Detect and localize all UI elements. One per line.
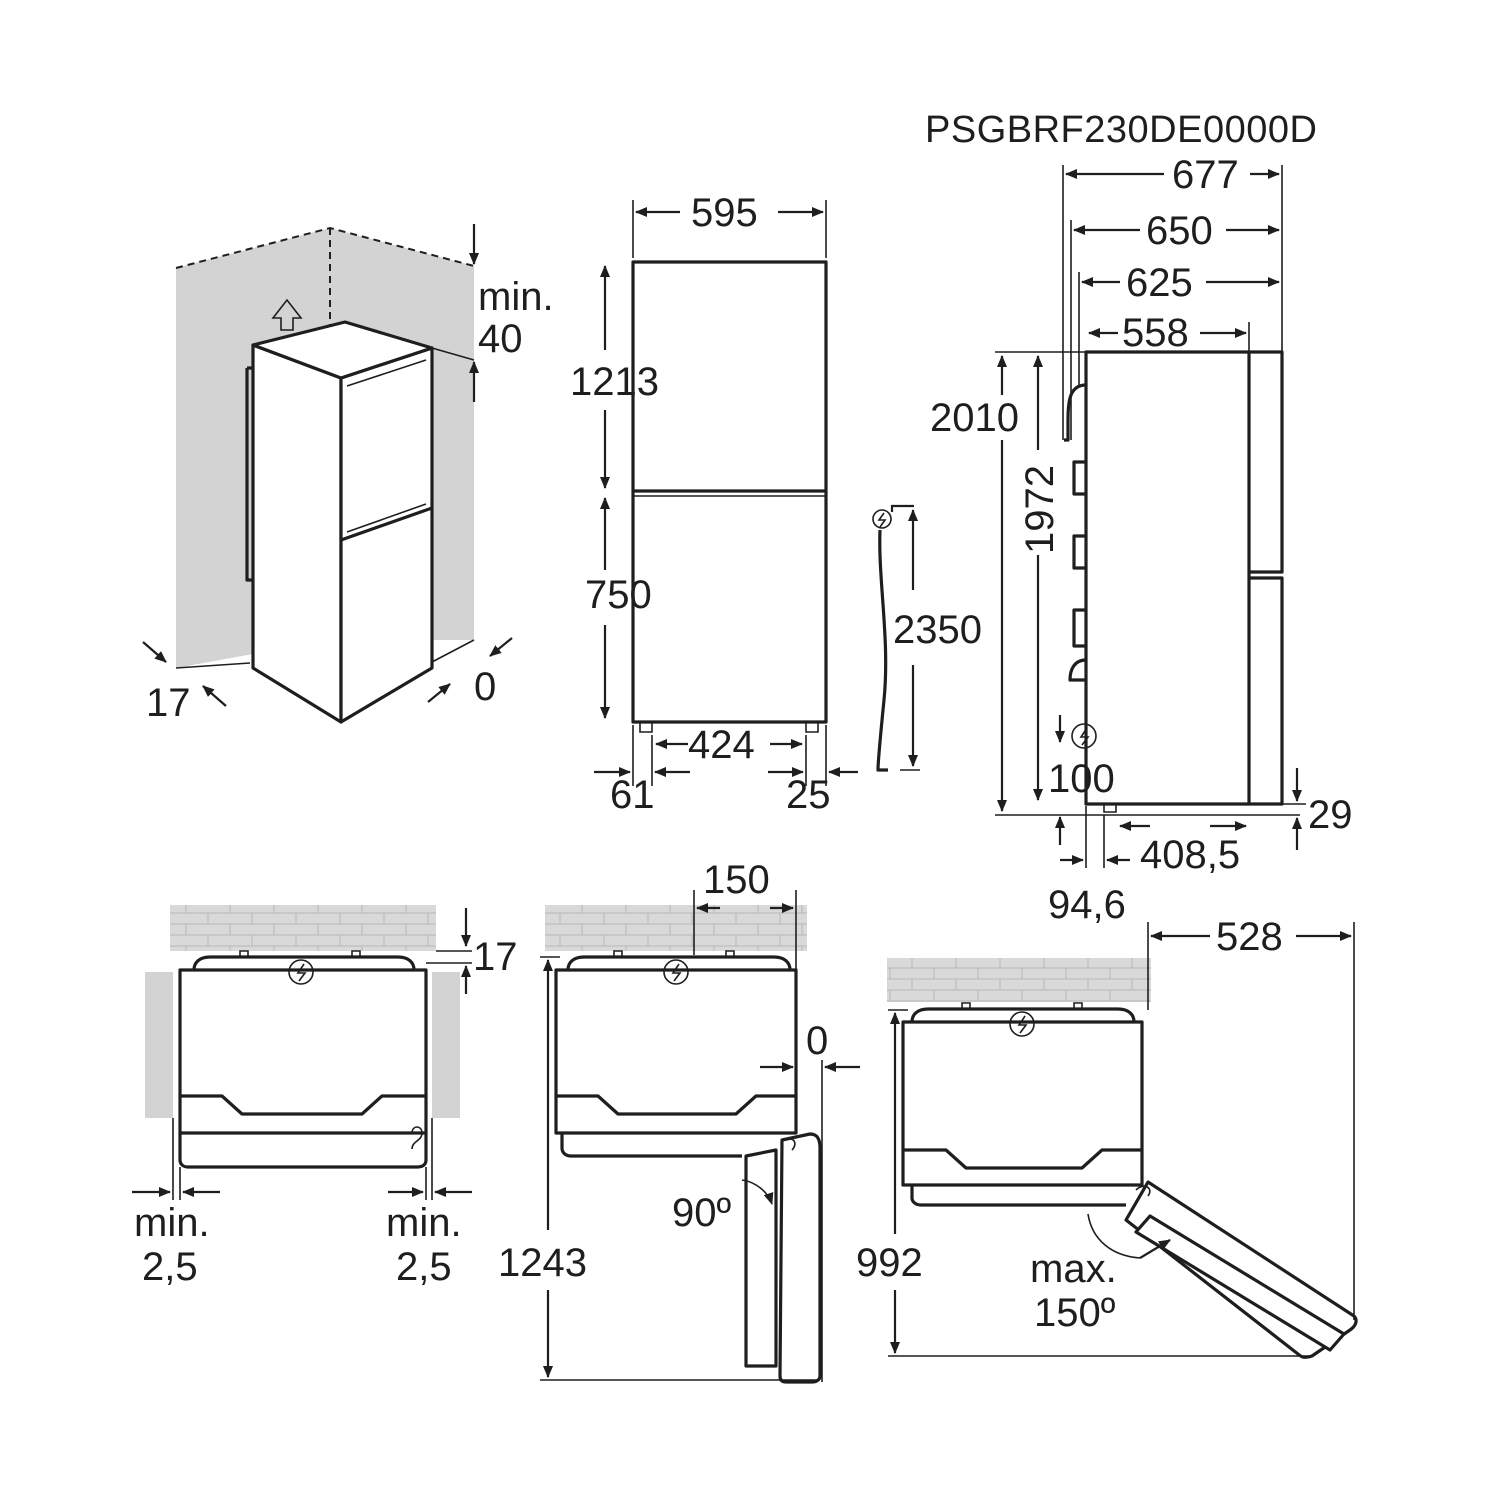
- top-view-side-clearance: 17 min. 2,5 min. 2,5: [132, 905, 518, 1289]
- upward-arrow-icon: [271, 298, 303, 331]
- left-gap-label: 17: [146, 681, 191, 725]
- left-foot-label: 61: [610, 773, 655, 817]
- fridge-body-iso: [251, 343, 343, 724]
- angle-label-1: max.: [1030, 1247, 1117, 1291]
- side-min-right-1: min.: [386, 1201, 462, 1245]
- isometric-view: min. 40 17 0: [142, 224, 554, 725]
- side-min-right-2: 2,5: [396, 1245, 452, 1289]
- front-view: 595 1213 750 424 61 25: [570, 191, 858, 817]
- fridge-side: [1084, 350, 1251, 806]
- socket-height-label: 100: [1048, 757, 1115, 801]
- depth-625-label: 625: [1126, 261, 1193, 305]
- side-view: 677 650 625 558 2010 1972 100 29: [930, 153, 1353, 927]
- top-clearance-label-2: 40: [478, 317, 523, 361]
- open-depth-b-label: 1243: [498, 1241, 587, 1285]
- side-gap-label: 0: [806, 1019, 828, 1063]
- model-code: PSGBRF230DE0000D: [925, 109, 1317, 151]
- depth-558-label: 558: [1122, 311, 1189, 355]
- door-width-label: 528: [1216, 915, 1283, 959]
- door-angle-label: 90º: [672, 1191, 731, 1235]
- top-view-door-90: 150 0 90º 1243: [498, 858, 860, 1384]
- rear-feet-label: 408,5: [1140, 833, 1240, 877]
- open-depth-c-label: 992: [856, 1241, 923, 1285]
- top-clearance-label-1: min.: [478, 275, 554, 319]
- side-min-left-1: min.: [134, 1201, 210, 1245]
- brick-wall: [170, 905, 436, 951]
- depth-677-label: 677: [1172, 153, 1239, 197]
- plug-icon: [872, 509, 892, 529]
- feet-span-label: 424: [688, 723, 755, 767]
- lower-height-label: 750: [585, 573, 652, 617]
- top-view-door-150: max. 150º 528 992: [856, 915, 1358, 1359]
- hinge-offset-label: 150: [703, 858, 770, 902]
- depth-650-label: 650: [1146, 209, 1213, 253]
- right-foot-label: 25: [786, 773, 831, 817]
- side-min-left-2: 2,5: [142, 1245, 198, 1289]
- cable-length-label: 2350: [893, 608, 982, 652]
- upper-height-label: 1213: [570, 360, 659, 404]
- width-label: 595: [691, 191, 758, 235]
- power-symbol-icon: [1071, 723, 1097, 749]
- angle-label-2: 150º: [1034, 1291, 1116, 1335]
- foot-adjust-label: 29: [1308, 793, 1353, 837]
- height-2010-label: 2010: [930, 396, 1019, 440]
- right-gap-label: 0: [474, 665, 496, 709]
- wall-gap-label: 17: [473, 935, 518, 979]
- power-cable: 2350: [872, 504, 982, 772]
- height-1972-label: 1972: [1018, 465, 1062, 554]
- rear-offset-label: 94,6: [1048, 883, 1126, 927]
